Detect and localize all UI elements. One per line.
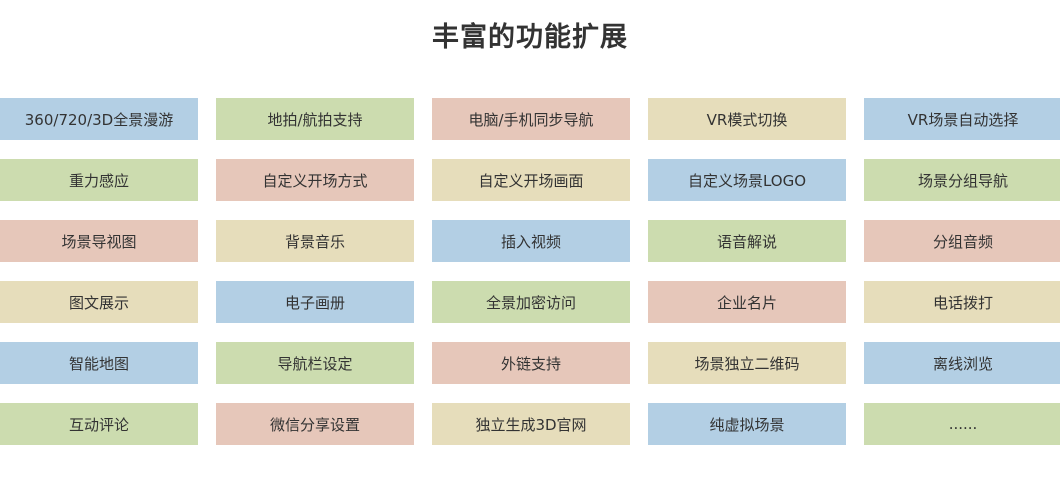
feature-tile[interactable]: 离线浏览: [864, 342, 1060, 384]
feature-tile[interactable]: 外链支持: [432, 342, 630, 384]
feature-tile[interactable]: VR场景自动选择: [864, 98, 1060, 140]
feature-tile[interactable]: 场景导视图: [0, 220, 198, 262]
feature-tile[interactable]: 场景独立二维码: [648, 342, 846, 384]
feature-tile[interactable]: ......: [864, 403, 1060, 445]
feature-tile[interactable]: 独立生成3D官网: [432, 403, 630, 445]
feature-tile[interactable]: 智能地图: [0, 342, 198, 384]
feature-tile[interactable]: 全景加密访问: [432, 281, 630, 323]
feature-tile[interactable]: 自定义开场方式: [216, 159, 414, 201]
feature-tile[interactable]: 分组音频: [864, 220, 1060, 262]
feature-tile[interactable]: 图文展示: [0, 281, 198, 323]
feature-tile[interactable]: 地拍/航拍支持: [216, 98, 414, 140]
feature-tile[interactable]: 微信分享设置: [216, 403, 414, 445]
feature-tile[interactable]: 场景分组导航: [864, 159, 1060, 201]
feature-tile[interactable]: 插入视频: [432, 220, 630, 262]
feature-tile[interactable]: 自定义开场画面: [432, 159, 630, 201]
feature-tile[interactable]: 纯虚拟场景: [648, 403, 846, 445]
feature-tile[interactable]: 自定义场景LOGO: [648, 159, 846, 201]
feature-tile[interactable]: 语音解说: [648, 220, 846, 262]
feature-tile[interactable]: 背景音乐: [216, 220, 414, 262]
feature-tile[interactable]: 电脑/手机同步导航: [432, 98, 630, 140]
feature-tile[interactable]: 企业名片: [648, 281, 846, 323]
feature-tile[interactable]: 导航栏设定: [216, 342, 414, 384]
feature-tile[interactable]: 360/720/3D全景漫游: [0, 98, 198, 140]
feature-tile[interactable]: 电话拨打: [864, 281, 1060, 323]
feature-tile[interactable]: 互动评论: [0, 403, 198, 445]
section-title: 丰富的功能扩展: [432, 22, 628, 53]
feature-tile[interactable]: 重力感应: [0, 159, 198, 201]
feature-tile[interactable]: VR模式切换: [648, 98, 846, 140]
feature-tile[interactable]: 电子画册: [216, 281, 414, 323]
feature-grid: 360/720/3D全景漫游 地拍/航拍支持 电脑/手机同步导航 VR模式切换 …: [0, 98, 1060, 445]
